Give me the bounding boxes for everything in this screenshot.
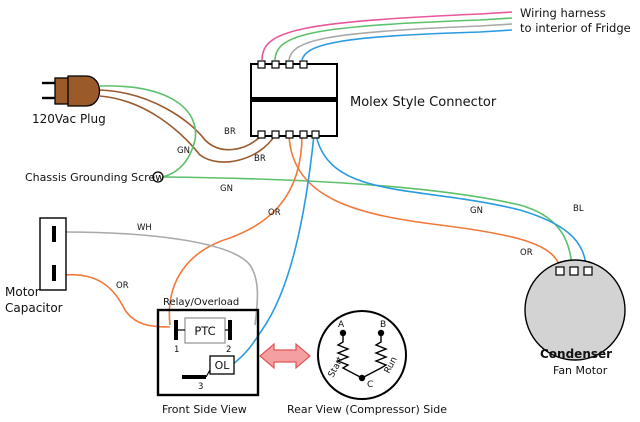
compressor-terminals <box>317 310 407 400</box>
ol-box <box>209 355 235 375</box>
pin-a-label: A <box>338 320 345 330</box>
condenser-label-2: Fan Motor <box>553 364 608 377</box>
molex-pin-bottom-4 <box>299 130 308 139</box>
relay-terminal-3 <box>182 375 206 379</box>
molex-pin-bottom-1 <box>257 130 266 139</box>
motor-capacitor-label-1: Motor <box>5 285 40 299</box>
brown-wires <box>99 89 276 163</box>
blue-wire-connector-to-ol <box>231 134 315 366</box>
molex-pin-bottom-2 <box>271 130 280 139</box>
terminal-2-label: 2 <box>226 345 231 355</box>
relay-terminal-2 <box>228 320 232 340</box>
orange-wire-connector-to-relay <box>168 134 303 326</box>
terminal-1-label: 1 <box>174 345 179 355</box>
ol-label: OL <box>215 359 231 372</box>
orange-wires <box>63 134 561 328</box>
molex-pin-top-2 <box>271 60 280 69</box>
fan-pin-3 <box>583 266 593 276</box>
green-wire-screw-to-fan <box>162 176 573 269</box>
start-winding <box>336 333 363 379</box>
orange-wire-cap-to-relay <box>63 273 171 328</box>
harness-label-line1: Wiring harness <box>520 6 606 20</box>
wire-label-gn-plug: GN <box>177 146 190 156</box>
green-wire-plug-to-screw <box>99 85 197 178</box>
motor-capacitor-label-2: Capacitor <box>5 301 63 315</box>
relay-overload <box>156 308 260 397</box>
wire-label-br-lower: BR <box>254 154 266 164</box>
gray-wire-cap-to-relay <box>63 231 259 326</box>
relay-box <box>156 308 260 397</box>
harness-wire-green <box>274 17 513 61</box>
molex-pin-top-4 <box>299 60 308 69</box>
harness-wire-blue <box>301 29 513 61</box>
run-winding <box>361 333 388 379</box>
molex-pin-bottom-5 <box>311 130 320 139</box>
ground-screw-icon <box>152 171 164 183</box>
molex-pin-bottom-3 <box>285 130 294 139</box>
fan-pin-2 <box>569 266 579 276</box>
wire-label-br-upper: BR <box>224 127 236 137</box>
condenser-label-1: Condenser <box>540 347 612 361</box>
harness-wires <box>261 11 513 61</box>
wire-label-gn-fan: GN <box>470 206 483 216</box>
fan-motor-circle <box>524 259 626 361</box>
wire-label-gn-screw: GN <box>220 184 233 194</box>
plug-label: 120Vac Plug <box>32 112 106 126</box>
pin-c-label: C <box>367 380 373 390</box>
condenser-fan-motor <box>524 259 626 361</box>
harness-wire-pink <box>261 11 513 61</box>
front-view-label: Front Side View <box>162 403 247 416</box>
molex-divider <box>251 97 337 102</box>
wire-label-bl-fan: BL <box>573 204 584 214</box>
molex-pin-top-1 <box>257 60 266 69</box>
double-arrow-icon <box>259 342 311 370</box>
orange-wire-connector-to-fan <box>288 134 561 269</box>
brown-wire-lower <box>99 95 276 163</box>
fan-pin-1 <box>555 266 565 276</box>
wire-label-or-fan: OR <box>520 248 533 258</box>
harness-wire-gray <box>288 23 513 61</box>
molex-pin-top-3 <box>285 60 294 69</box>
relay-title: Relay/Overload <box>163 297 239 308</box>
compressor-circle <box>317 310 407 400</box>
relay-terminal-1 <box>174 320 178 340</box>
blue-wire-connector-to-fan <box>315 134 587 269</box>
wire-label-or-relay: OR <box>268 208 281 218</box>
ptc-label: PTC <box>194 324 215 338</box>
ground-screw-label: Chassis Grounding Screw <box>25 171 164 184</box>
molex-connector <box>250 60 338 139</box>
motor-capacitor <box>39 217 67 291</box>
pin-b-label: B <box>380 320 386 330</box>
capacitor-terminal-top <box>52 226 56 242</box>
brown-wire-upper <box>99 89 263 151</box>
plug-icon <box>42 75 100 107</box>
wire-label-wh-cap: WH <box>137 223 152 233</box>
ptc-box <box>184 317 226 344</box>
green-wires <box>99 85 573 269</box>
rear-view-label: Rear View (Compressor) Side <box>287 403 447 416</box>
capacitor-terminal-bottom <box>52 265 56 281</box>
terminal-3-label: 3 <box>198 382 203 392</box>
wire-label-or-cap: OR <box>116 281 129 291</box>
harness-label-line2: to interior of Fridge <box>520 21 631 35</box>
molex-label: Molex Style Connector <box>350 95 497 110</box>
